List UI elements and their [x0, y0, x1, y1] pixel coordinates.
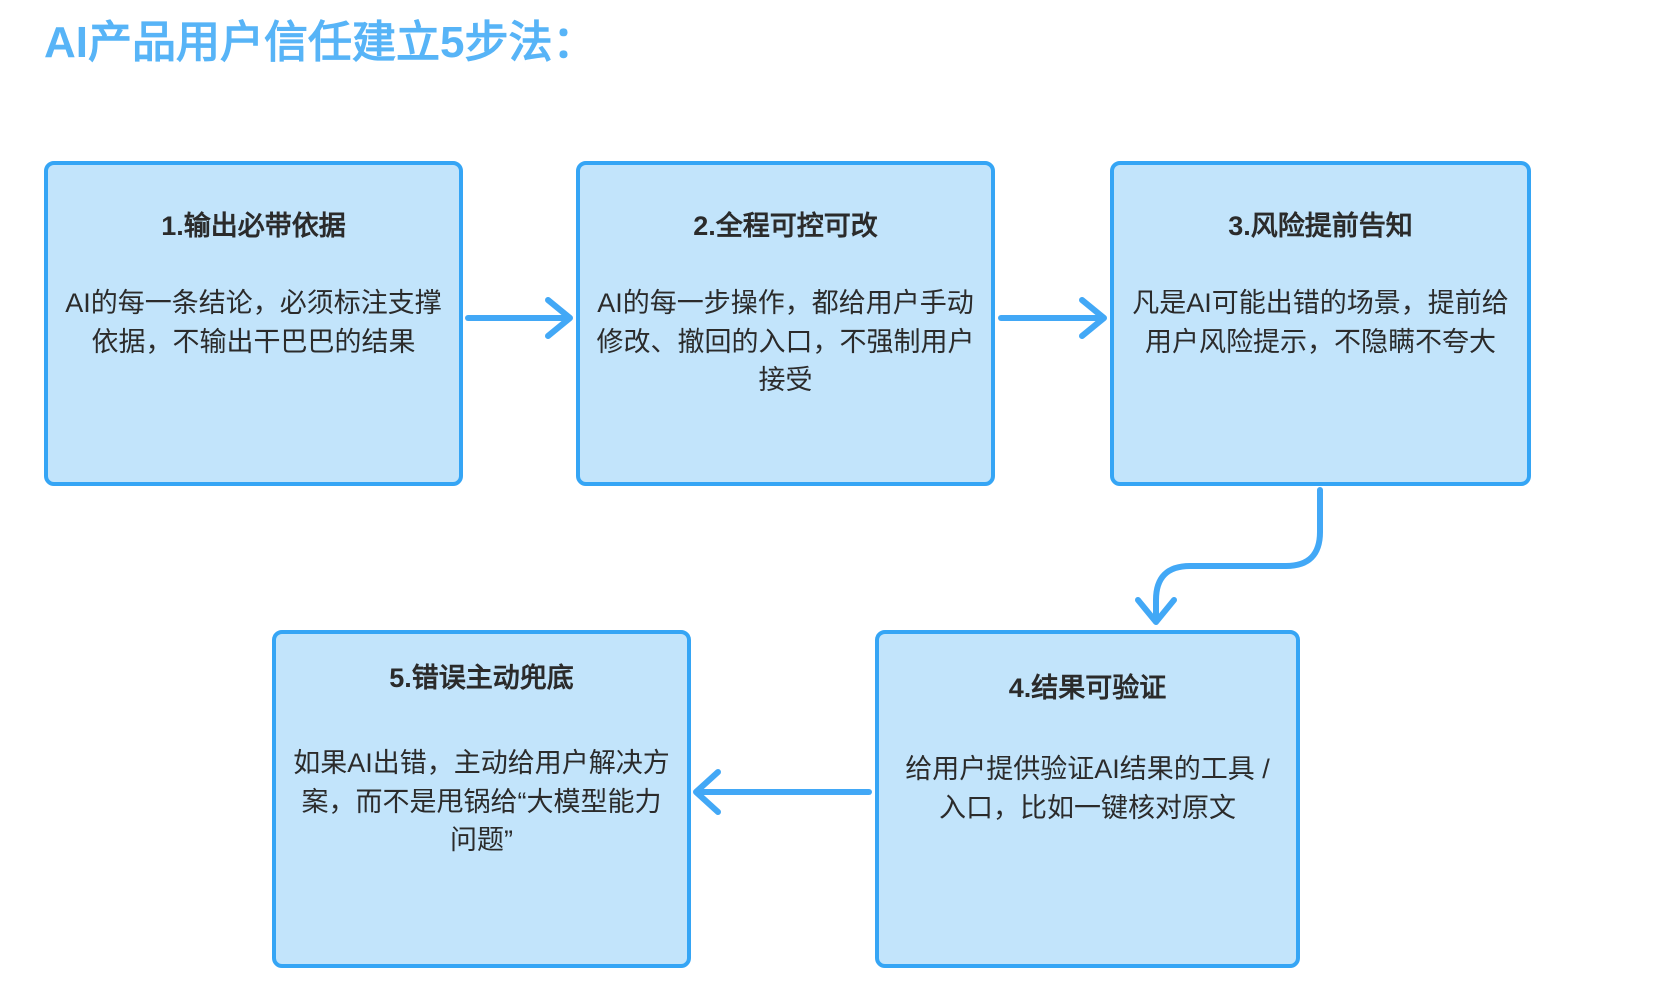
arrow-step3-to-step4 — [1135, 487, 1323, 625]
node-body: 给用户提供验证AI结果的工具 / 入口，比如一键核对原文 — [905, 754, 1270, 823]
page-title: AI产品用户信任建立5步法： — [44, 18, 597, 67]
node-body: AI的每一步操作，都给用户手动修改、撤回的入口，不强制用户接受 — [596, 288, 975, 396]
flow-node-step-2[interactable]: 2.全程可控可改 AI的每一步操作，都给用户手动修改、撤回的入口，不强制用户接受 — [576, 161, 995, 486]
flow-node-step-5[interactable]: 5.错误主动兜底 如果AI出错，主动给用户解决方案，而不是甩锅给“大模型能力问题… — [272, 630, 691, 968]
node-body: 如果AI出错，主动给用户解决方案，而不是甩锅给“大模型能力问题” — [293, 748, 670, 856]
node-heading: 3.风险提前告知 — [1228, 211, 1413, 241]
flow-node-step-1[interactable]: 1.输出必带依据 AI的每一条结论，必须标注支撑依据，不输出干巴巴的结果 — [44, 161, 463, 486]
node-heading: 1.输出必带依据 — [161, 211, 346, 241]
node-body: 凡是AI可能出错的场景，提前给用户风险提示，不隐瞒不夸大 — [1132, 288, 1509, 357]
node-body: AI的每一条结论，必须标注支撑依据，不输出干巴巴的结果 — [65, 288, 442, 357]
arrow-step1-to-step2 — [465, 297, 573, 339]
arrow-step4-to-step5 — [693, 769, 872, 815]
node-heading: 4.结果可验证 — [1008, 673, 1167, 703]
arrow-step2-to-step3 — [998, 297, 1107, 339]
flow-node-step-4[interactable]: 4.结果可验证 给用户提供验证AI结果的工具 / 入口，比如一键核对原文 — [875, 630, 1300, 968]
flow-node-step-3[interactable]: 3.风险提前告知 凡是AI可能出错的场景，提前给用户风险提示，不隐瞒不夸大 — [1110, 161, 1531, 486]
node-heading: 5.错误主动兜底 — [389, 663, 574, 693]
node-heading: 2.全程可控可改 — [693, 211, 878, 241]
